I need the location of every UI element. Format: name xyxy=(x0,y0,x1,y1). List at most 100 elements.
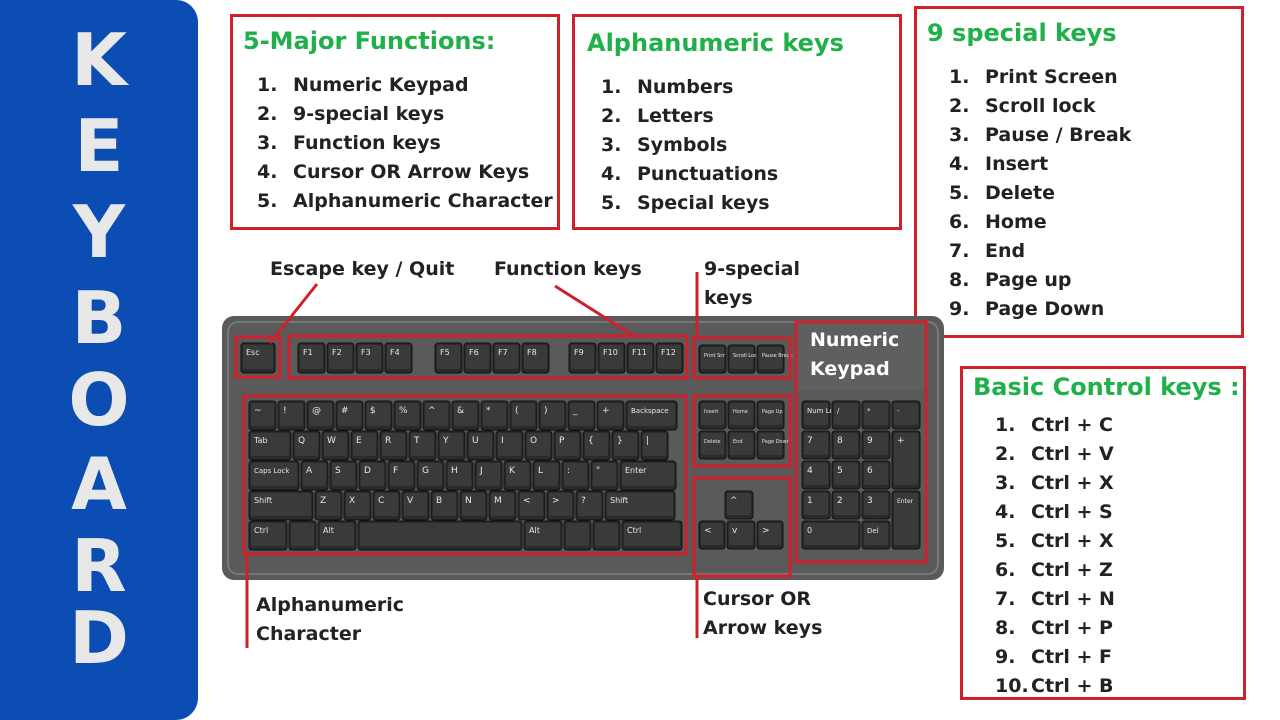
key-label: Ctrl xyxy=(627,526,641,535)
function-key: F12 xyxy=(655,342,684,374)
alphanumeric-key: A xyxy=(300,460,329,491)
alphanumeric-key: T xyxy=(408,430,437,461)
key-face xyxy=(367,403,390,426)
left-ctrl-key: Ctrl xyxy=(248,520,288,551)
function-key: F9 xyxy=(568,342,597,374)
numpad-plus-key: + xyxy=(891,430,921,490)
key-label: D xyxy=(364,466,371,476)
key-label: & xyxy=(457,406,464,416)
numeric-keypad-label-line2: Keypad xyxy=(810,358,890,380)
list-item-number: 10. xyxy=(995,675,1029,697)
key-face xyxy=(727,493,751,515)
alphanumeric-key: S xyxy=(329,460,358,491)
cursor-keys-label-line2: Arrow keys xyxy=(703,617,823,639)
key-face xyxy=(894,403,918,425)
key-face xyxy=(804,493,828,515)
list-item: 3.Symbols xyxy=(601,131,778,160)
key-face xyxy=(251,433,289,456)
key-label: Enter xyxy=(625,466,647,475)
key-label: Caps Lock xyxy=(254,467,290,475)
list-item-text: Symbols xyxy=(637,134,728,156)
sidebar-letter: K xyxy=(71,18,127,102)
sidebar-letter: D xyxy=(69,596,129,680)
list-item: 5.Ctrl + X xyxy=(995,527,1115,556)
numeric-keypad-label-line1: Numeric xyxy=(810,329,900,351)
list-item-number: 5. xyxy=(601,192,622,214)
key-face xyxy=(360,523,520,546)
key-label: F12 xyxy=(661,348,676,357)
key-face xyxy=(729,523,753,545)
windows-key xyxy=(563,520,592,551)
alphanumeric-key: I xyxy=(495,430,524,461)
key-label: H xyxy=(451,466,458,476)
special-keys-mid-highlight xyxy=(692,394,792,468)
key-label: F11 xyxy=(632,348,647,357)
key-face xyxy=(834,463,858,485)
alphanumeric-key: Z xyxy=(314,490,343,521)
key-face xyxy=(512,403,535,426)
list-item-number: 1. xyxy=(601,76,622,98)
list-item-number: 1. xyxy=(257,74,278,96)
key-label: 1 xyxy=(807,496,813,506)
alphanumeric-highlight xyxy=(242,394,688,556)
key-label: 6 xyxy=(867,466,873,476)
menu-key xyxy=(592,520,621,551)
key-label: Home xyxy=(733,409,748,415)
alphanumeric-key: U xyxy=(466,430,495,461)
key-face xyxy=(295,433,318,456)
key-label: < xyxy=(704,526,712,536)
special-key: Scroll Lock xyxy=(727,344,760,374)
list-item: 1.Print Screen xyxy=(949,63,1131,92)
key-face xyxy=(324,433,347,456)
list-item-text: Insert xyxy=(985,153,1049,175)
numpad-key: 2 xyxy=(831,490,861,520)
key-face xyxy=(643,433,666,456)
list-item-number: 1. xyxy=(995,414,1016,436)
sidebar-letter: A xyxy=(71,442,127,526)
key-face xyxy=(332,463,355,486)
list-item-number: 2. xyxy=(995,443,1016,465)
numpad-key: / xyxy=(831,400,861,430)
key-label: Q xyxy=(298,436,305,446)
key-label: # xyxy=(341,406,349,416)
list-item-text: Punctuations xyxy=(637,163,779,185)
numpad-key: 3 xyxy=(861,490,891,520)
key-label: " xyxy=(596,466,600,476)
arrow-left-key: < xyxy=(698,520,726,550)
sidebar-letter: O xyxy=(68,358,130,442)
key-face xyxy=(462,493,485,516)
alphanumeric-key: * xyxy=(480,400,509,431)
key-label: 2 xyxy=(837,496,843,506)
alphanumeric-key: X xyxy=(343,490,372,521)
key-label: 3 xyxy=(867,496,873,506)
key-label: P xyxy=(559,436,565,446)
alphanumeric-key: ^ xyxy=(422,400,451,431)
special-key: Delete xyxy=(698,430,727,460)
list-item: 8.Ctrl + P xyxy=(995,614,1115,643)
function-key: F1 xyxy=(297,342,326,374)
list-item: 4.Cursor OR Arrow Keys xyxy=(257,158,553,187)
key-face xyxy=(454,403,477,426)
key-face xyxy=(498,433,521,456)
key-face xyxy=(578,493,601,516)
key-face xyxy=(469,433,492,456)
key-label: < xyxy=(523,496,531,506)
key-face xyxy=(864,403,888,425)
key-label: 5 xyxy=(837,466,843,476)
alphanumeric-key: + xyxy=(596,400,625,431)
numpad-key: 7 xyxy=(801,430,831,460)
key-face xyxy=(387,345,410,369)
alphanumeric-keys-title: Alphanumeric keys xyxy=(587,29,844,57)
list-item-number: 4. xyxy=(949,153,970,175)
key-face xyxy=(375,493,398,516)
list-item-number: 4. xyxy=(601,163,622,185)
key-face xyxy=(251,493,311,516)
alphanumeric-key: V xyxy=(401,490,430,521)
key-label: F3 xyxy=(361,348,371,357)
key-face xyxy=(595,523,618,546)
left-alt-key: Alt xyxy=(317,520,357,551)
list-item: 6.Ctrl + Z xyxy=(995,556,1115,585)
